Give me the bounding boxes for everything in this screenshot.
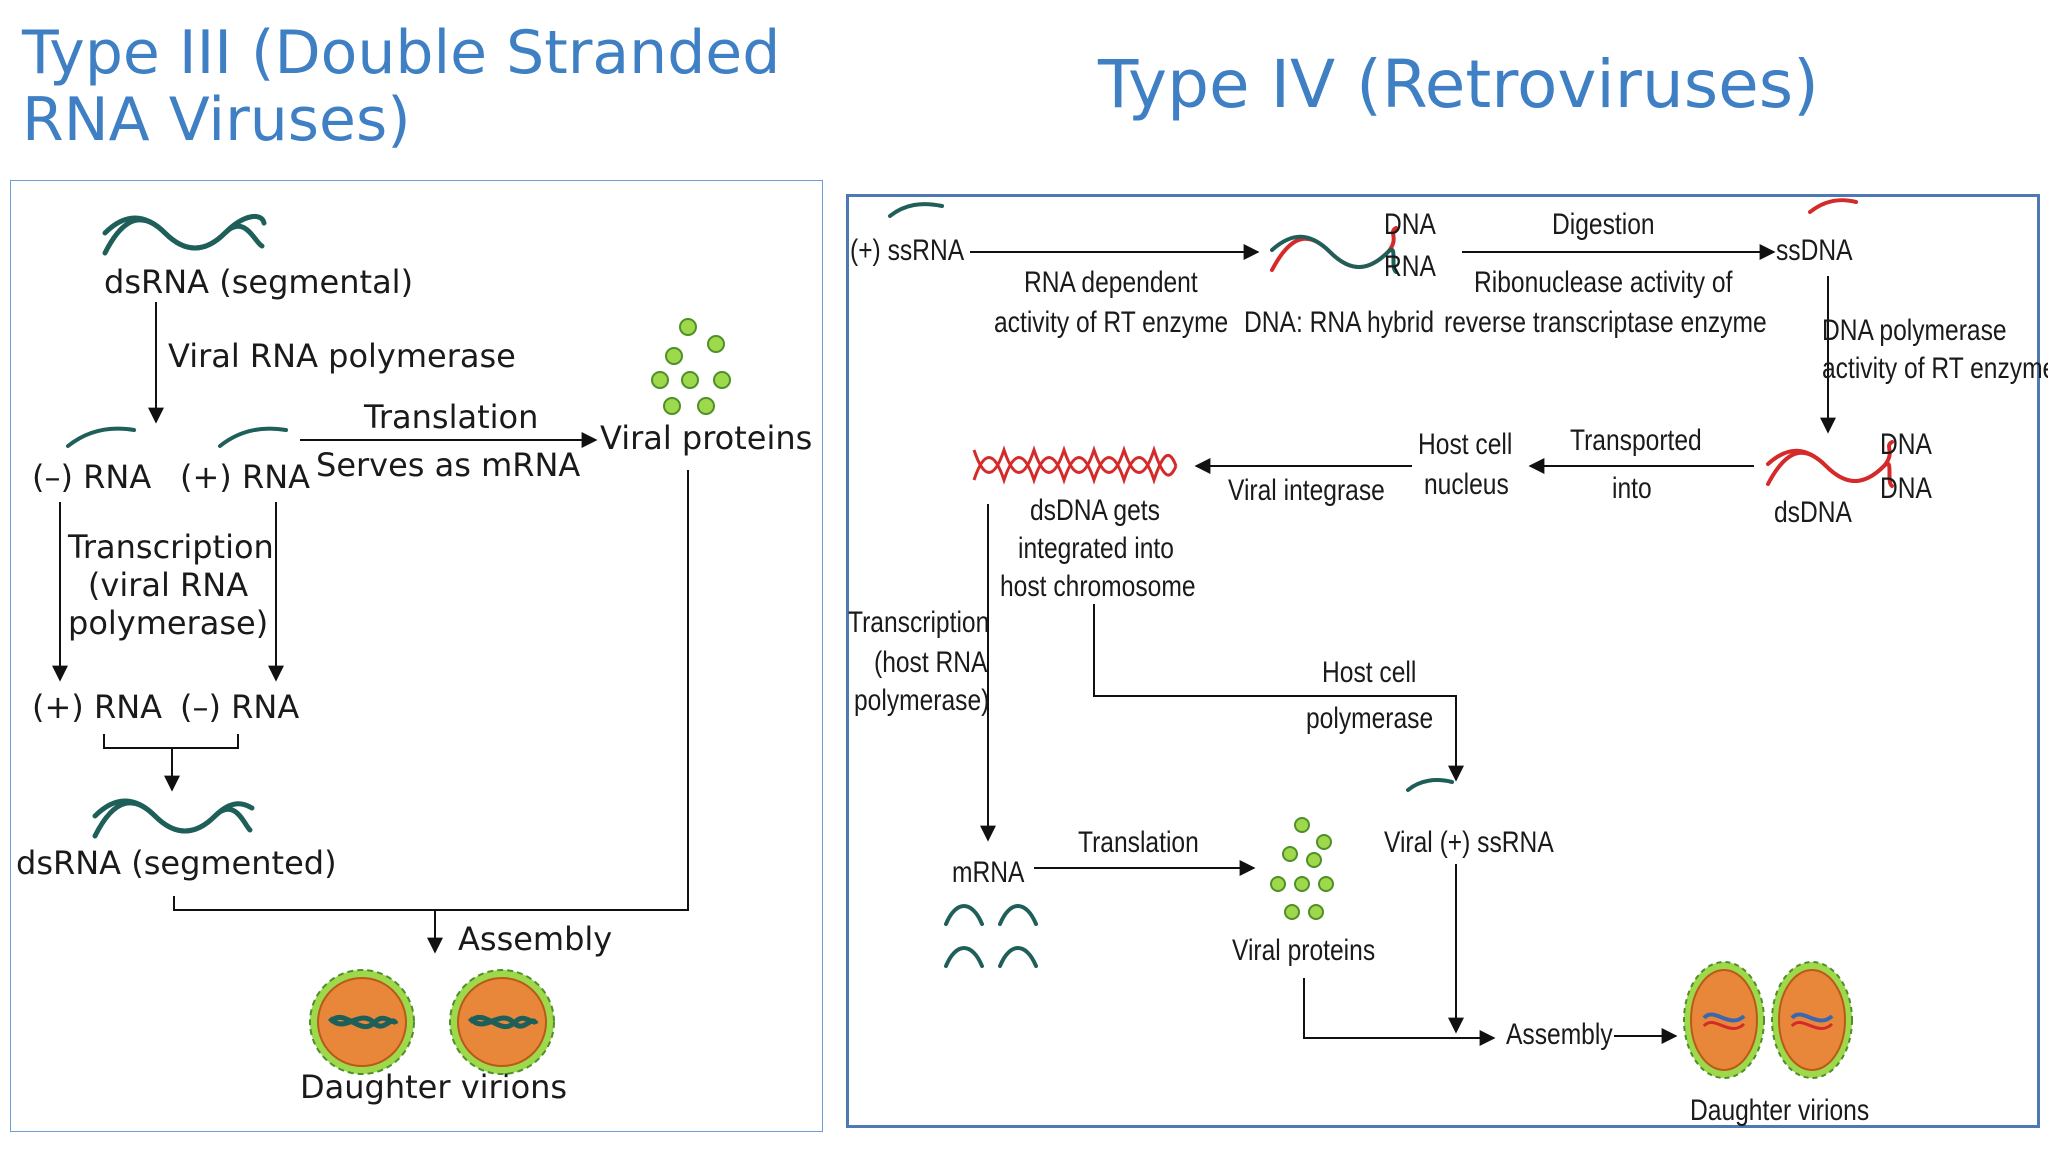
dsdna-label: dsDNA: [1774, 496, 1852, 529]
translation-type4-label: Translation: [1078, 826, 1199, 859]
viral-proteins-type4-icon: [1270, 817, 1334, 920]
merge-bracket: [103, 734, 239, 749]
dsrna-bottom-helix-icon: [92, 798, 255, 839]
arrow-proteins-to-assembly: [1303, 978, 1496, 1046]
plus-rna-label-2: (+) RNA: [32, 688, 163, 726]
integrated-label-line1: dsDNA gets: [1030, 494, 1160, 527]
rna-dependent-label-line2: activity of RT enzyme: [994, 306, 1229, 339]
transcription-label-line1: Transcription: [68, 528, 274, 566]
daughter-virion-1-icon: [309, 969, 415, 1075]
assembly-type4-label: Assembly: [1506, 1018, 1613, 1051]
viral-proteins-label: Viral proteins: [600, 419, 813, 457]
digestion-label: Digestion: [1552, 208, 1655, 241]
host-transcription-label-line1: Transcription: [848, 606, 990, 639]
minus-rna-label: (–) RNA: [32, 458, 152, 496]
viral-proteins-type4-label: Viral proteins: [1232, 934, 1376, 967]
ssdna-label: ssDNA: [1776, 234, 1853, 267]
daughter-virions-type4-label: Daughter virions: [1690, 1094, 1870, 1127]
integrated-label-line2: integrated into: [1018, 532, 1174, 565]
plus-ssrna-label: (+) ssRNA: [850, 234, 965, 267]
assembly-label: Assembly: [458, 920, 613, 958]
host-nucleus-label-line1: Host cell: [1418, 428, 1513, 461]
host-polymerase-label-line2: polymerase: [1306, 702, 1434, 735]
daughter-virion-2-icon: [449, 969, 555, 1075]
transported-label-line2: into: [1612, 472, 1652, 505]
plus-rna-strand-icon: [218, 426, 288, 448]
dna-rna-hybrid-label: DNA: RNA hybrid: [1244, 306, 1435, 339]
dsdna-dna-label-1: DNA: [1880, 428, 1932, 461]
type3-title-line1: Type III (Double Stranded: [22, 18, 781, 88]
ribonuclease-label-line2: reverse transcriptase enzyme: [1444, 306, 1767, 339]
dsrna-segmental-label: dsRNA (segmental): [104, 263, 414, 301]
integrated-label-line3: host chromosome: [1000, 570, 1196, 603]
mrna-label: mRNA: [952, 856, 1025, 889]
host-transcription-label-line3: polymerase): [854, 684, 990, 717]
host-polymerase-label-line1: Host cell: [1322, 656, 1417, 689]
host-transcription-label-line2: (host RNA: [874, 646, 988, 679]
transcription-label-line3: polymerase): [68, 604, 269, 642]
hybrid-dna-label: DNA: [1384, 208, 1436, 241]
dna-rna-hybrid-icon: [1270, 226, 1398, 274]
daughter-virion-4-icon: [1771, 961, 1853, 1079]
rna-dependent-label-line1: RNA dependent: [1024, 266, 1198, 299]
daughter-virion-3-icon: [1683, 961, 1765, 1079]
hybrid-rna-label: RNA: [1384, 250, 1436, 283]
transcription-label-line2: (viral RNA: [87, 566, 249, 604]
minus-rna-strand-icon: [66, 426, 136, 448]
transported-label-line1: Transported: [1570, 424, 1702, 457]
dna-polymerase-label-line2: activity of RT enzyme: [1822, 352, 2048, 385]
dna-polymerase-label-line1: DNA polymerase: [1822, 314, 2007, 347]
plus-ssrna-strand-icon: [888, 202, 944, 218]
dsrna-segmented-label: dsRNA (segmented): [16, 844, 337, 882]
viral-plus-ssrna-label: Viral (+) ssRNA: [1384, 826, 1554, 859]
plus-rna-label: (+) RNA: [180, 458, 311, 496]
dsdna-helix-icon: [1766, 440, 1894, 488]
host-chromosome-icon: [972, 445, 1178, 485]
dsrna-top-helix-icon: [102, 213, 267, 256]
assembly-connector: [173, 470, 689, 911]
ssdna-strand-icon: [1808, 198, 1858, 214]
viral-integrase-label: Viral integrase: [1228, 474, 1385, 507]
ribonuclease-label-line1: Ribonuclease activity of: [1474, 266, 1733, 299]
mrna-arcs-icon: [944, 904, 1038, 968]
type3-title-line2: RNA Viruses): [22, 85, 411, 156]
daughter-virions-label: Daughter virions: [300, 1068, 568, 1106]
translation-label: Translation: [364, 398, 539, 436]
viral-proteins-icon: [651, 318, 731, 415]
arrow-host-polymerase: [1093, 604, 1464, 782]
type3-panel: [10, 180, 823, 1132]
type3-title: Type III (Double Stranded RNA Viruses): [22, 18, 781, 156]
viral-ssrna-strand-icon: [1406, 778, 1454, 792]
type4-panel: [846, 194, 2040, 1128]
viral-rna-polymerase-label: Viral RNA polymerase: [168, 337, 516, 375]
minus-rna-label-2: (–) RNA: [180, 688, 300, 726]
type4-title: Type IV (Retroviruses): [1098, 46, 1819, 123]
host-nucleus-label-line2: nucleus: [1424, 468, 1509, 501]
serves-as-mrna-label: Serves as mRNA: [316, 446, 581, 484]
dsdna-dna-label-2: DNA: [1880, 472, 1932, 505]
